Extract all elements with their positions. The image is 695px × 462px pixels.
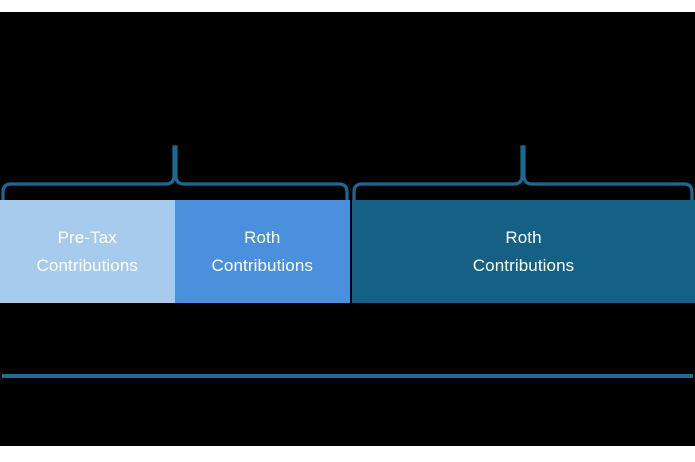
segmented-bar: Pre-Tax Contributions Roth Contributions… — [0, 200, 695, 303]
segment-label-line1: Roth — [505, 227, 542, 247]
segment-label-line2: Contributions — [472, 255, 575, 275]
segment-pre-tax-contributions: Pre-Tax Contributions — [0, 200, 175, 303]
right-brace-icon — [352, 145, 694, 206]
figure-stage: Pre-Tax Contributions Roth Contributions… — [0, 12, 695, 446]
segment-label-line2: Contributions — [211, 255, 313, 275]
segment-roth-contributions-all: Roth Contributions — [352, 200, 695, 303]
left-brace-icon — [1, 145, 349, 206]
baseline-rule — [2, 374, 693, 378]
segment-label-line2: Contributions — [36, 255, 138, 275]
segment-roth-contributions: Roth Contributions — [174, 200, 350, 303]
segment-label-line1: Pre-Tax — [57, 227, 117, 247]
segment-label-line1: Roth — [244, 227, 281, 247]
